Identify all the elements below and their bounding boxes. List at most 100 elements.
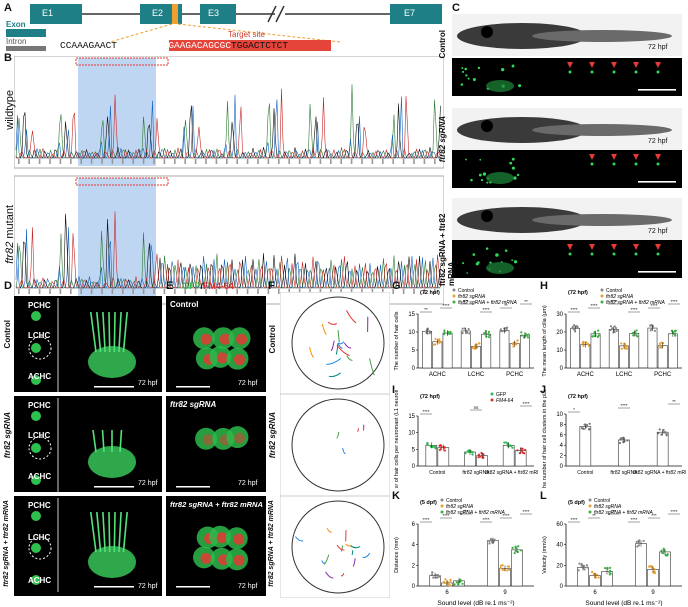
data-point [449, 579, 452, 582]
x-axis-label: Sound level (dB re.1 ms⁻²) [585, 600, 662, 606]
data-point [618, 441, 622, 445]
exon-e2-box [140, 4, 182, 24]
kinocilium [89, 311, 97, 353]
wildtype-label: wildtype [4, 90, 16, 130]
e-header-separator: / [200, 281, 204, 291]
data-point [662, 431, 665, 434]
data-point [595, 573, 599, 576]
x-category-label: Control [429, 470, 445, 476]
data-point [511, 546, 514, 549]
fluorescent-dot [462, 70, 465, 73]
data-point [479, 455, 482, 458]
quality-bar [38, 159, 41, 164]
y-tick-label: 15 [408, 312, 415, 318]
bar [657, 345, 668, 369]
panel-label-j: J [540, 384, 547, 396]
significance-label: **** [482, 517, 489, 522]
significance-label: **** [422, 517, 429, 522]
neuromast-cluster [31, 511, 41, 521]
chart-title: (72 hpf) [568, 394, 588, 400]
bar [442, 332, 453, 369]
data-point [517, 545, 520, 548]
data-point [593, 332, 596, 335]
kinocilium [108, 511, 111, 553]
legend-marker [452, 288, 456, 292]
kinocilium [113, 511, 116, 553]
data-point [434, 573, 437, 577]
bar [481, 333, 492, 369]
quality-bar [18, 289, 20, 294]
fluorescent-dot [479, 158, 482, 161]
trace-line [15, 103, 441, 159]
fm-dye-signal [219, 333, 231, 345]
x-category-label: 9 [651, 590, 655, 596]
selected-neuromast-ring [28, 436, 52, 460]
exon-e7-label: E7 [404, 8, 416, 18]
legend-marker [440, 510, 444, 514]
data-point [609, 328, 612, 331]
significance-label: **** [670, 299, 677, 304]
quality-bar [246, 289, 249, 294]
kinocilium [102, 311, 106, 353]
data-point [513, 551, 516, 555]
significance-label: **** [670, 509, 677, 514]
bar [519, 334, 530, 369]
data-point [593, 330, 596, 334]
significance-label: **** [610, 299, 617, 304]
data-point [609, 325, 613, 328]
bar [509, 343, 520, 369]
scale-bar [94, 486, 134, 488]
kinocilium [119, 429, 123, 453]
data-point [432, 576, 435, 579]
significance-label: **** [590, 303, 597, 308]
data-point [438, 338, 441, 341]
significance-label: ** [672, 399, 676, 404]
hair-cell-bodies [88, 346, 136, 378]
quality-bar [226, 289, 228, 294]
quality-bar [90, 289, 93, 294]
data-point [524, 448, 527, 451]
rescue-time-label: 72 hpf [648, 228, 668, 235]
panel-label-l: L [540, 490, 547, 502]
data-point [505, 441, 508, 444]
fluorescent-dot [460, 83, 464, 86]
x-category-label: ftr82 sgRNA + ftr82 mRNA [633, 470, 686, 476]
quality-bar [402, 289, 405, 294]
swim-track [335, 342, 339, 355]
scale-bar [176, 586, 210, 588]
quality-bar [174, 289, 176, 294]
data-point [511, 446, 514, 449]
kinocilium [108, 311, 111, 353]
data-point [649, 329, 652, 332]
swim-track [336, 344, 350, 357]
quality-bar [267, 289, 270, 294]
neuromast-cluster [31, 575, 41, 585]
data-point [653, 329, 657, 333]
quality-bar [122, 159, 124, 164]
legend-label: ftr82 sgRNA [606, 294, 634, 300]
sequence-suffix: TGGACTCTCT [231, 40, 289, 51]
neuromast-arrow [589, 62, 595, 68]
data-point [658, 342, 661, 345]
neuromast-dot [612, 252, 616, 256]
bar [667, 333, 678, 369]
significance-label: **** [442, 303, 449, 308]
fm-dye-signal [233, 432, 245, 444]
bar [487, 540, 499, 587]
data-point [642, 539, 645, 543]
quality-bar [142, 289, 145, 294]
quality-bar [330, 159, 332, 164]
data-point [443, 581, 446, 585]
data-point [440, 445, 443, 448]
legend-marker [452, 300, 456, 304]
trace-line [16, 211, 441, 289]
data-point [623, 440, 626, 443]
neuromast-arrow [655, 154, 661, 160]
zoom-line-right [177, 23, 341, 43]
neuromast-dot [634, 162, 638, 166]
data-point [660, 549, 663, 552]
swim-track [337, 330, 340, 343]
legend-label: ftr82 sgRNA [458, 294, 486, 300]
f-row-label-sgrna: ftr82 sgRNA [268, 412, 277, 459]
